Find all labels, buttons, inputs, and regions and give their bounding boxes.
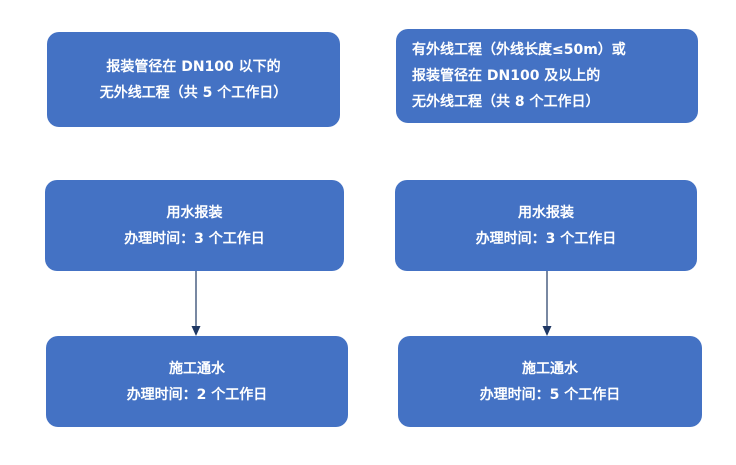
left-arrow (191, 271, 201, 336)
left-step-1-box: 用水报装 办理时间：3 个工作日 (45, 180, 344, 271)
right-step-2-box: 施工通水 办理时间：5 个工作日 (398, 336, 702, 427)
right-condition-line-2: 报装管径在 DN100 及以上的 (412, 68, 601, 84)
right-condition-line-1: 有外线工程（外线长度≤50m）或 (412, 42, 626, 58)
left-step-2-title: 施工通水 (169, 360, 225, 377)
left-condition-box: 报装管径在 DN100 以下的 无外线工程（共 5 个工作日） (47, 32, 340, 127)
right-step-1-box: 用水报装 办理时间：3 个工作日 (395, 180, 697, 271)
left-condition-line-1: 报装管径在 DN100 以下的 (106, 58, 281, 75)
left-step-1-title: 用水报装 (166, 204, 223, 221)
right-arrow (542, 271, 552, 336)
right-condition-line-3: 无外线工程（共 8 个工作日） (412, 94, 600, 110)
left-step-2-duration: 办理时间：2 个工作日 (126, 386, 268, 403)
left-step-2-box: 施工通水 办理时间：2 个工作日 (46, 336, 348, 427)
left-condition-line-2: 无外线工程（共 5 个工作日） (99, 84, 288, 101)
right-condition-box: 有外线工程（外线长度≤50m）或 报装管径在 DN100 及以上的 无外线工程（… (396, 29, 698, 123)
right-step-1-duration: 办理时间：3 个工作日 (475, 230, 617, 247)
right-step-2-duration: 办理时间：5 个工作日 (479, 386, 621, 403)
left-step-1-duration: 办理时间：3 个工作日 (124, 230, 265, 247)
right-step-2-title: 施工通水 (522, 360, 578, 377)
right-step-1-title: 用水报装 (518, 204, 574, 221)
